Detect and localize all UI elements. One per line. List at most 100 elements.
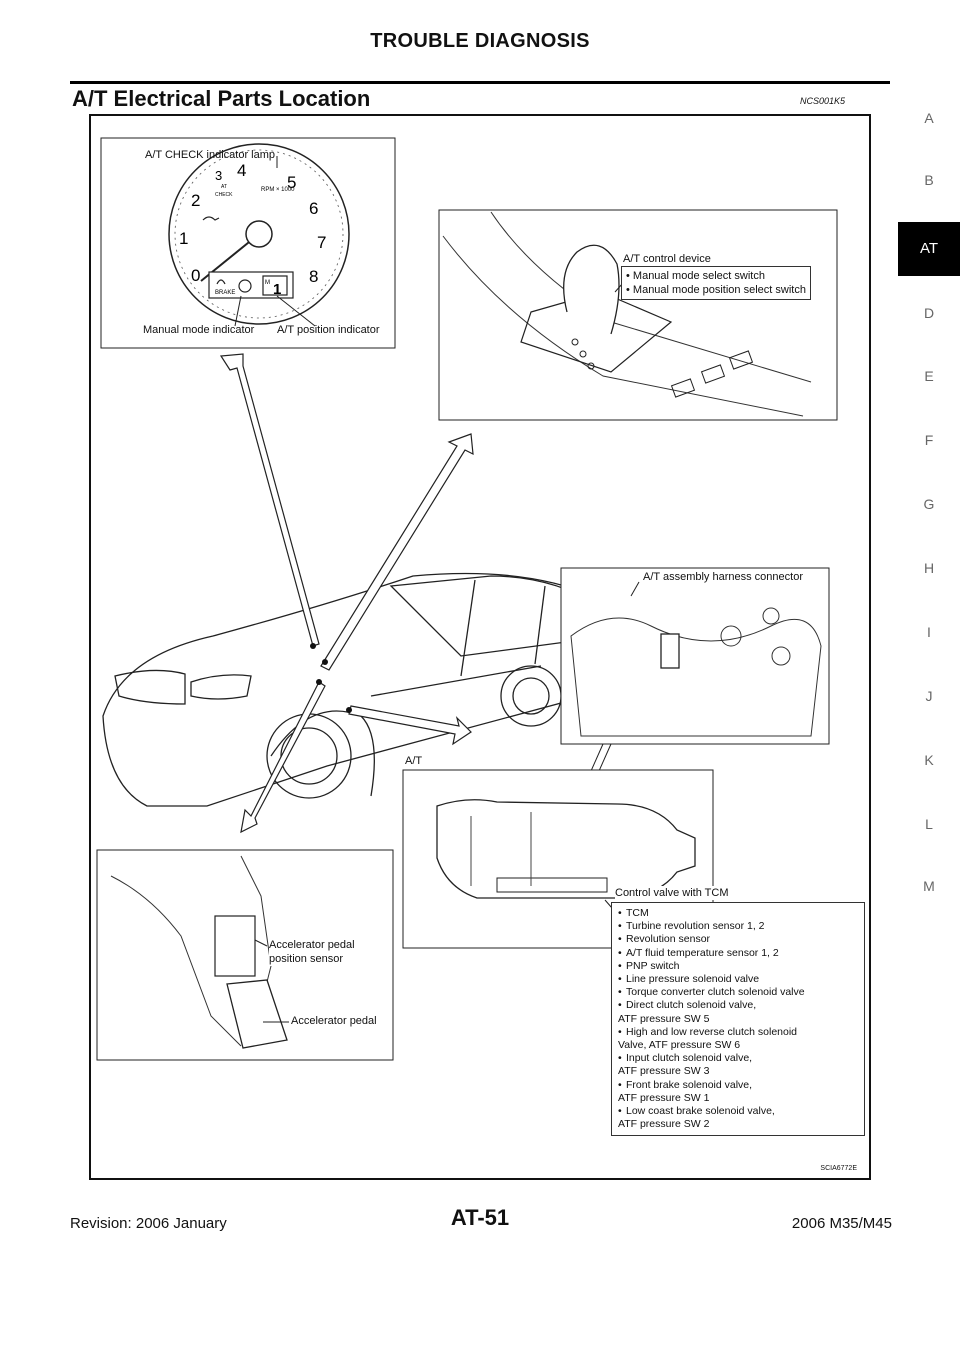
harness-connector bbox=[660, 633, 680, 669]
label-pedal-sensor-1: Accelerator pedal bbox=[269, 938, 355, 952]
gauge-number-6: 6 bbox=[309, 199, 318, 218]
gauge-check-label: CHECK bbox=[215, 192, 233, 198]
pedal-sensor bbox=[214, 915, 256, 977]
tcm-list-item: • Turbine revolution sensor 1, 2 bbox=[618, 920, 858, 933]
tcm-list-item-text: Low coast brake solenoid valve, bbox=[626, 1105, 775, 1118]
side-index-j[interactable]: J bbox=[925, 688, 933, 704]
tcm-list-item-continuation: ATF pressure SW 2 bbox=[618, 1118, 710, 1131]
tcm-list-item-text: Front brake solenoid valve, bbox=[626, 1078, 753, 1091]
page-header: TROUBLE DIAGNOSIS bbox=[370, 30, 590, 52]
control-device-item: • Manual mode select switch bbox=[626, 270, 765, 282]
accelerator-pedal bbox=[226, 979, 288, 1049]
tcm-list-item-text: Turbine revolution sensor 1, 2 bbox=[626, 920, 765, 933]
parts-location-illustration: 0 1 2 3 4 5 6 7 8 RPM × 1000 AT CHECK BR… bbox=[96, 137, 838, 1061]
bullet-icon: • bbox=[618, 1025, 622, 1038]
gear-position-box bbox=[262, 275, 288, 296]
engine-warning-icon bbox=[238, 279, 252, 293]
side-index-g[interactable]: G bbox=[923, 496, 935, 512]
tcm-list-item-continuation: Valve, ATF pressure SW 6 bbox=[618, 1039, 741, 1052]
bullet-icon: • bbox=[618, 973, 622, 986]
gauge-number-4: 4 bbox=[237, 161, 246, 180]
figure-frame: 0 1 2 3 4 5 6 7 8 RPM × 1000 AT CHECK BR… bbox=[89, 114, 871, 1180]
tcm-component-list: • TCM • Turbine revolution sensor 1, 2 • Revo… bbox=[611, 902, 865, 1137]
shift-lever bbox=[563, 244, 620, 335]
side-index-a[interactable]: A bbox=[924, 110, 934, 126]
tcm-list-item: • PNP switch bbox=[618, 960, 858, 973]
side-index-e[interactable]: E bbox=[924, 368, 934, 384]
bullet-icon: • bbox=[618, 933, 622, 946]
label-check-indicator-lamp: A/T CHECK indicator lamp bbox=[145, 149, 276, 161]
label-pedal-sensor-2: position sensor bbox=[269, 952, 343, 966]
tcm-list-item: • Direct clutch solenoid valve, bbox=[618, 999, 858, 1012]
tcm-list-item: • Low coast brake solenoid valve, bbox=[618, 1105, 858, 1118]
tcm-list-item-text: TCM bbox=[626, 907, 649, 919]
leader-arrows bbox=[219, 353, 474, 834]
gauge-number-2: 2 bbox=[191, 191, 200, 210]
side-index-l[interactable]: L bbox=[925, 816, 933, 832]
bullet-icon: • bbox=[618, 1052, 622, 1065]
gauge-number-3: 3 bbox=[215, 168, 222, 183]
tcm-list-item-text: A/T fluid temperature sensor 1, 2 bbox=[626, 946, 779, 959]
tcm-list-item-text: Input clutch solenoid valve, bbox=[626, 1052, 753, 1065]
gauge-number-7: 7 bbox=[317, 233, 326, 252]
side-index-at-active[interactable]: AT bbox=[898, 222, 960, 276]
gauge-rpm-label: RPM × 1000 bbox=[261, 187, 295, 193]
label-control-valve: Control valve with TCM bbox=[615, 886, 729, 900]
control-device-callout: • Manual mode select switch • Manual mod… bbox=[621, 266, 811, 300]
tcm-list-item-text: Direct clutch solenoid valve, bbox=[626, 999, 757, 1012]
tcm-list-item: •Torque converter clutch solenoid valve bbox=[618, 986, 858, 999]
side-index-f[interactable]: F bbox=[924, 432, 934, 448]
footer-model: 2006 M35/M45 bbox=[791, 1215, 892, 1232]
tcm-list-item: • Revolution sensor bbox=[618, 933, 858, 946]
bullet-icon: • bbox=[618, 920, 622, 933]
oil-warning-icon bbox=[202, 216, 220, 221]
gauge-brake-label: BRAKE bbox=[215, 290, 235, 296]
bullet-icon: • bbox=[618, 946, 622, 959]
gauge-gear-digit: 1 bbox=[273, 281, 281, 298]
gauge-at-label: AT bbox=[221, 184, 227, 190]
gauge-number-5: 5 bbox=[287, 173, 296, 192]
tcm-list-item-continuation: ATF pressure SW 5 bbox=[618, 1012, 710, 1025]
label-manual-mode-indicator: Manual mode indicator bbox=[143, 324, 255, 336]
brake-warning-icon bbox=[216, 279, 226, 285]
bullet-icon: • bbox=[618, 1078, 622, 1091]
label-position-indicator: A/T position indicator bbox=[277, 324, 380, 336]
bullet-icon: • bbox=[618, 959, 622, 972]
tcm-list-item: • Front brake solenoid valve, bbox=[618, 1079, 858, 1092]
section-title: A/T Electrical Parts Location bbox=[72, 86, 371, 111]
footer-revision: Revision: 2006 January bbox=[70, 1215, 227, 1232]
control-device-inset-frame bbox=[438, 209, 838, 421]
footer-page-number: AT-51 bbox=[450, 1205, 510, 1230]
harness-inset-frame bbox=[560, 567, 830, 745]
gauge-m-label: M bbox=[265, 280, 270, 286]
label-harness-connector: A/T assembly harness connector bbox=[641, 570, 805, 584]
label-control-device: A/T control device bbox=[623, 253, 711, 265]
side-index-d[interactable]: D bbox=[923, 305, 935, 321]
bullet-icon: • bbox=[618, 907, 622, 919]
side-index-i[interactable]: I bbox=[927, 624, 931, 640]
bullet-icon: • bbox=[618, 1105, 622, 1118]
tcm-list-item: •High and low reverse clutch solenoid bbox=[618, 1026, 858, 1039]
side-index-m[interactable]: M bbox=[923, 878, 935, 894]
tcm-list-item-text: Line pressure solenoid valve bbox=[626, 973, 760, 986]
figure-reference-code: SCIA6772E bbox=[820, 1165, 857, 1172]
tcm-list-item-continuation: ATF pressure SW 3 bbox=[618, 1065, 710, 1078]
tcm-list-item: • Line pressure solenoid valve bbox=[618, 973, 858, 986]
label-accelerator-pedal: Accelerator pedal bbox=[291, 1014, 377, 1028]
tcm-list-item-continuation: ATF pressure SW 1 bbox=[618, 1091, 710, 1104]
label-at: A/T bbox=[405, 755, 423, 767]
tcm-list-item: • Input clutch solenoid valve, bbox=[618, 1052, 858, 1065]
bullet-icon: • bbox=[618, 986, 622, 999]
side-index-k[interactable]: K bbox=[924, 752, 934, 768]
tcm-list-item-text: Revolution sensor bbox=[626, 933, 711, 946]
section-code: NCS001K5 bbox=[800, 96, 846, 106]
header-rule bbox=[70, 81, 890, 84]
side-index-h[interactable]: H bbox=[923, 560, 935, 576]
transmission-body bbox=[436, 799, 696, 899]
bullet-icon: • bbox=[618, 999, 622, 1012]
gauge-number-8: 8 bbox=[309, 267, 318, 286]
gauge-number-1: 1 bbox=[179, 229, 188, 248]
tcm-list-item: • TCM bbox=[618, 907, 858, 920]
tcm-list-item-text: PNP switch bbox=[626, 959, 680, 972]
side-index-b[interactable]: B bbox=[924, 172, 934, 188]
